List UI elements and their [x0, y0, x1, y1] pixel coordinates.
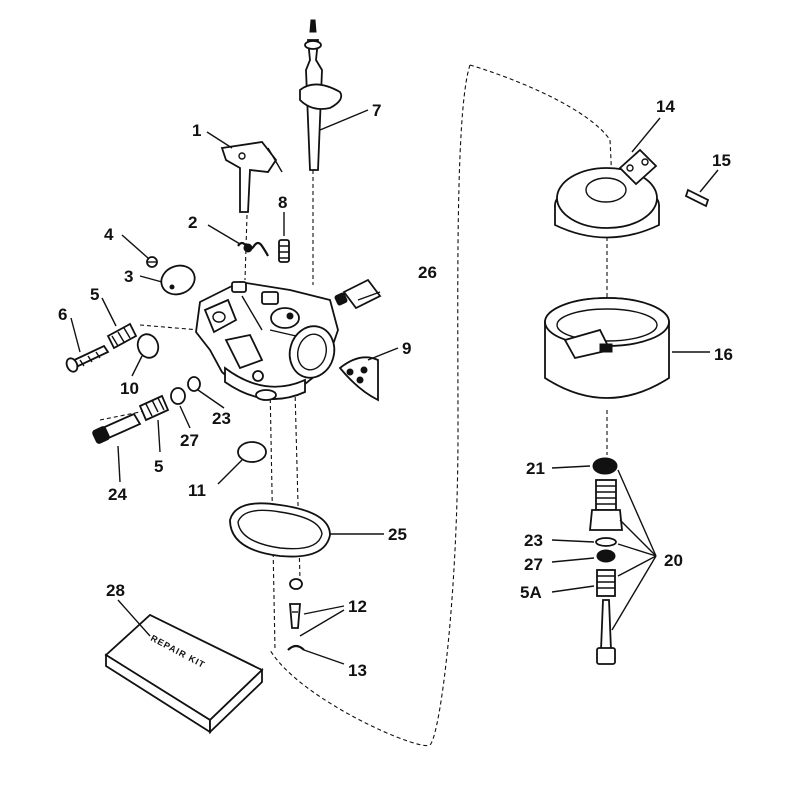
- assembly-dashed-outline: [269, 64, 613, 747]
- washer-21-part: [592, 457, 618, 475]
- label-14: 14: [656, 97, 675, 116]
- throttle-shaft-part: [299, 19, 343, 171]
- label-2: 2: [188, 213, 197, 232]
- alignment-line-lever: [244, 214, 248, 281]
- label-9: 9: [402, 339, 411, 358]
- label-7: 7: [372, 101, 381, 120]
- label-23-left: 23: [212, 409, 231, 428]
- label-23-right: 23: [524, 531, 543, 550]
- label-16: 16: [714, 345, 733, 364]
- label-4: 4: [104, 225, 114, 244]
- needle-24-part: [92, 412, 142, 444]
- label-5-lower: 5: [154, 457, 163, 476]
- label-24: 24: [108, 485, 127, 504]
- label-5-upper: 5: [90, 285, 99, 304]
- bowl-nut-20-part: [589, 479, 623, 531]
- needle-20-part: [596, 599, 616, 665]
- label-27-right: 27: [524, 555, 543, 574]
- label-5A: 5A: [520, 583, 542, 602]
- callout-labels: 1 2 3 4 5 5 6 7 8 9 10 11 12 13 14 15 16…: [58, 97, 733, 680]
- alignment-line-main: [269, 384, 276, 651]
- label-15: 15: [712, 151, 731, 170]
- washer-27-right-part: [596, 549, 616, 563]
- leader-lines: [70, 109, 719, 665]
- o-ring-23-right-part: [595, 537, 617, 547]
- label-11: 11: [188, 481, 206, 500]
- label-12: 12: [348, 597, 367, 616]
- label-3: 3: [124, 267, 133, 286]
- o-ring-23-left-part: [187, 376, 201, 392]
- alignment-line-main-2: [294, 389, 301, 581]
- label-27-left: 27: [180, 431, 199, 450]
- label-1: 1: [192, 121, 201, 140]
- label-20: 20: [664, 551, 683, 570]
- inlet-needle-12-part: [289, 578, 303, 629]
- carburetor-body-part: [195, 281, 339, 401]
- repair-kit-part: REPAIR KIT: [104, 613, 264, 735]
- label-13: 13: [348, 661, 367, 680]
- label-10: 10: [120, 379, 139, 398]
- screw-4-part: [146, 256, 158, 268]
- lever-bracket-part: [220, 141, 283, 213]
- label-6: 6: [58, 305, 67, 324]
- spring-5-lower-part: [138, 394, 170, 422]
- fuel-inlet-part: [334, 278, 382, 310]
- label-8: 8: [278, 193, 287, 212]
- label-28: 28: [106, 581, 125, 600]
- bowl-cover-14-part: [554, 148, 660, 239]
- spring-2-part: [237, 241, 269, 257]
- o-ring-10-part: [136, 333, 160, 359]
- washer-27-left-part: [170, 387, 186, 405]
- idle-screw-part: [65, 344, 110, 373]
- label-26: 26: [418, 263, 437, 282]
- label-25: 25: [388, 525, 407, 544]
- spring-8-part: [278, 239, 290, 263]
- clip-13-part: [287, 644, 305, 651]
- spring-5-upper-part: [106, 322, 138, 350]
- gasket-9-part: [338, 356, 379, 402]
- pin-15-part: [684, 188, 710, 208]
- welch-plug-11-part: [237, 441, 267, 463]
- throttle-plate-part: [160, 264, 196, 296]
- spring-5A-part: [596, 569, 616, 597]
- float-16-part: [544, 297, 670, 399]
- bowl-gasket-25-part: [229, 502, 331, 558]
- label-21: 21: [526, 459, 545, 478]
